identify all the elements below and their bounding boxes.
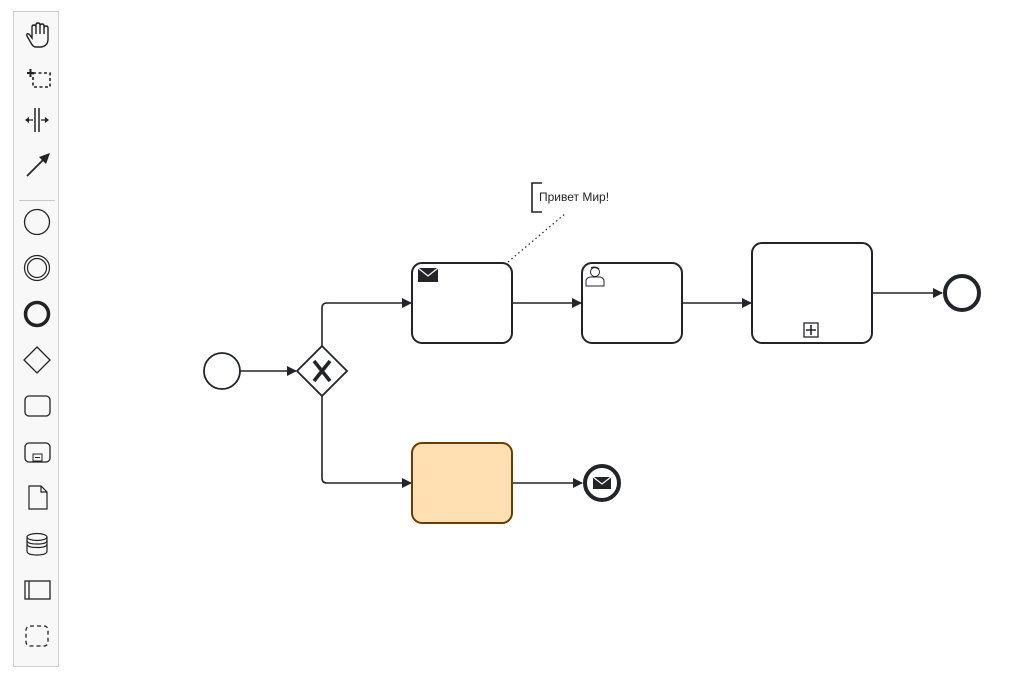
space-icon: [25, 108, 49, 132]
user-icon: [585, 266, 605, 287]
create-gateway[interactable]: [17, 340, 57, 380]
annotation-association[interactable]: [507, 212, 567, 263]
receive-task[interactable]: [411, 262, 513, 344]
envelope-icon: [592, 476, 612, 489]
create-start-event[interactable]: [17, 202, 57, 242]
create-pool[interactable]: [17, 570, 57, 610]
create-data-object[interactable]: [17, 478, 57, 518]
text-annotation[interactable]: Привет Мир!: [531, 182, 609, 213]
end-event-icon: [23, 300, 51, 328]
data-store-icon: [26, 532, 48, 556]
subprocess-icon: [24, 442, 51, 463]
gateway-icon: [23, 346, 51, 374]
gateway-x-marker-icon: [312, 359, 332, 383]
start-event-icon: [23, 208, 51, 236]
sequence-flow[interactable]: [321, 396, 412, 488]
hand-tool[interactable]: [17, 16, 57, 56]
connect-arrow-icon: [26, 153, 50, 177]
create-subprocess[interactable]: [17, 432, 57, 472]
data-object-icon: [28, 485, 48, 510]
plus-marker-icon: [803, 322, 819, 338]
lasso-tool[interactable]: [17, 60, 57, 100]
highlighted-task[interactable]: [411, 442, 513, 524]
collapsed-subprocess[interactable]: [751, 242, 873, 344]
start-event[interactable]: [203, 352, 241, 390]
global-connect-tool[interactable]: [17, 144, 57, 184]
create-task[interactable]: [17, 386, 57, 426]
palette-separator: [19, 200, 55, 201]
intermediate-event-icon: [23, 254, 51, 282]
sequence-flow[interactable]: [321, 298, 412, 346]
lasso-icon: [27, 69, 51, 88]
annotation-text: Привет Мир!: [539, 190, 609, 204]
envelope-icon: [417, 267, 439, 282]
pool-icon: [24, 580, 51, 600]
user-task[interactable]: [581, 262, 683, 344]
create-end-event[interactable]: [17, 294, 57, 334]
tool-palette: [13, 11, 59, 667]
message-end-event[interactable]: [583, 464, 621, 502]
end-event[interactable]: [943, 274, 981, 312]
hand-icon: [26, 22, 49, 48]
create-group[interactable]: [17, 616, 57, 656]
exclusive-gateway[interactable]: [295, 344, 349, 398]
space-tool[interactable]: [17, 100, 57, 140]
create-intermediate-event[interactable]: [17, 248, 57, 288]
group-icon: [25, 625, 49, 647]
create-data-store[interactable]: [17, 524, 57, 564]
task-icon: [24, 395, 51, 417]
